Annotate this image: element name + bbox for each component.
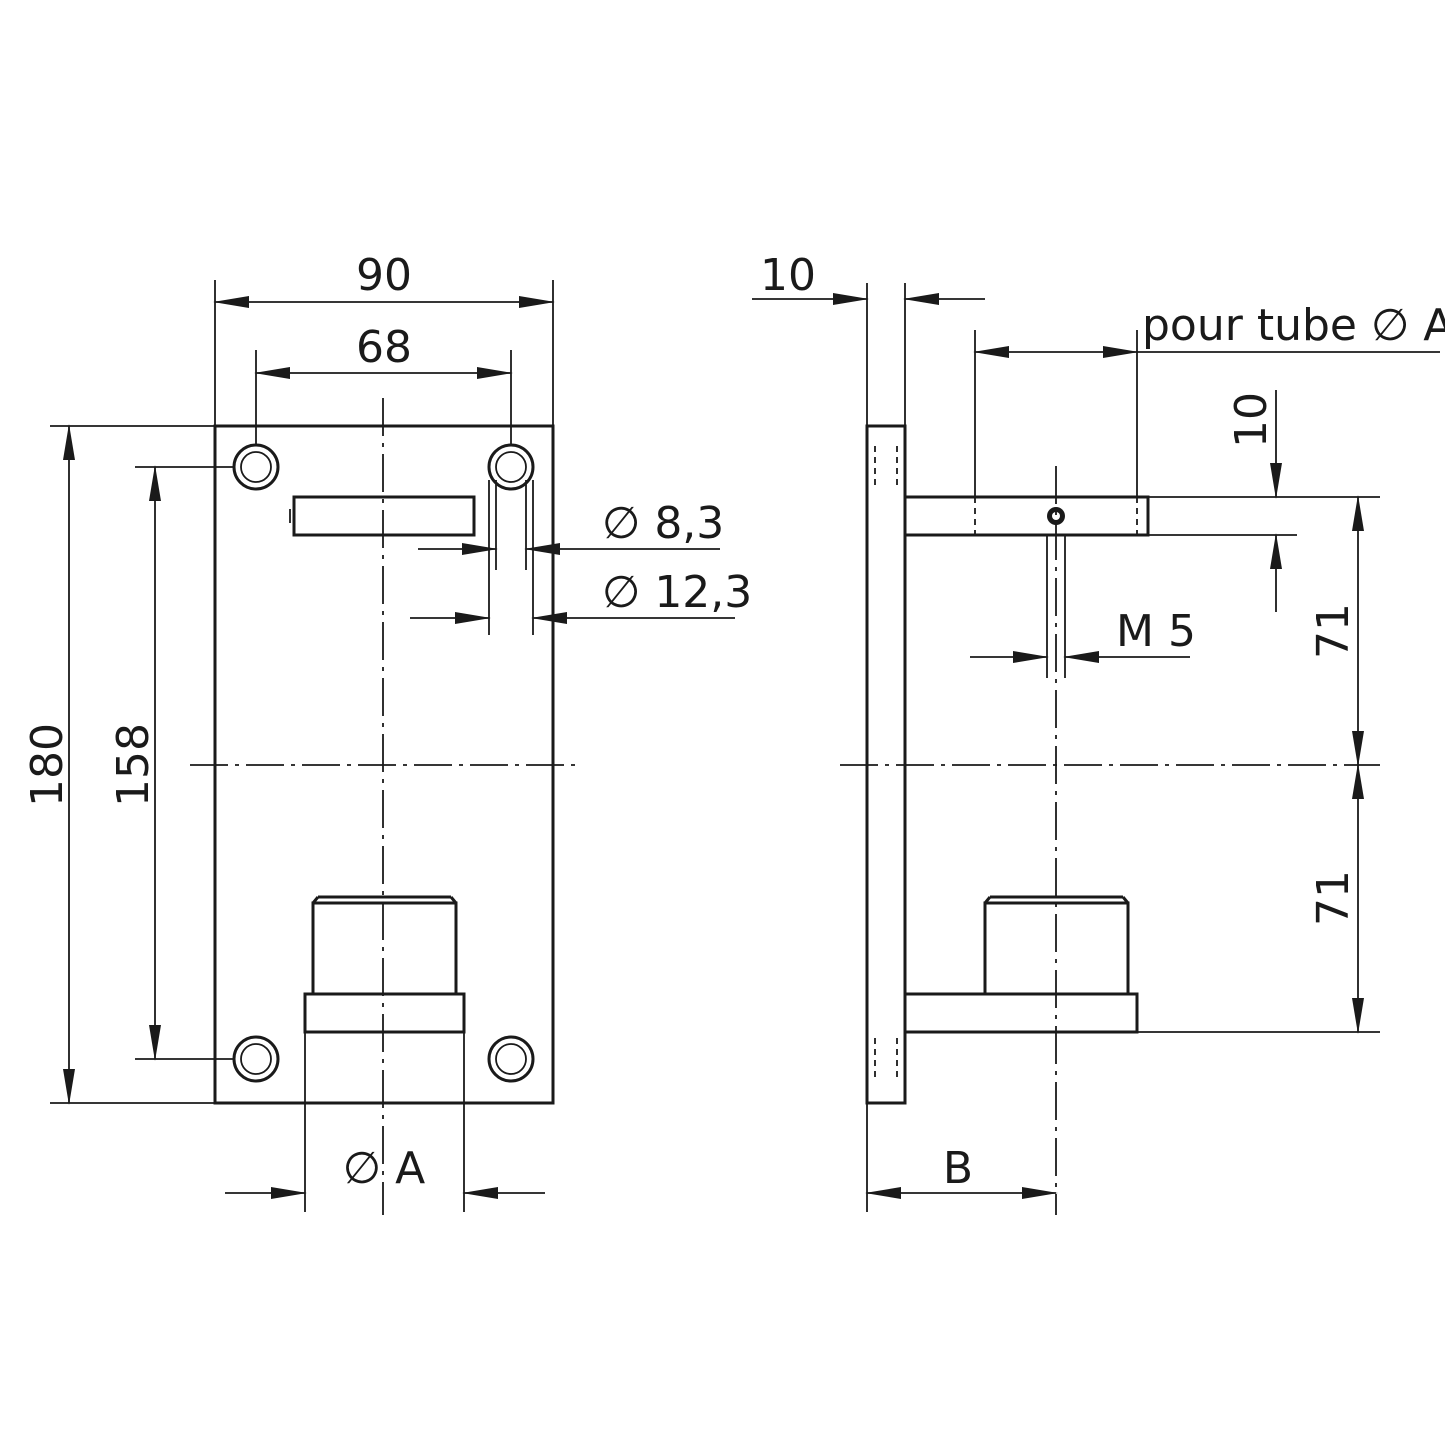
label-90: 90	[356, 250, 412, 301]
label-71-lower: 71	[1308, 870, 1359, 926]
label-hole-8-3: ∅ 8,3	[602, 498, 724, 549]
label-180: 180	[22, 723, 73, 807]
label-m5: M 5	[1116, 606, 1196, 657]
label-b: B	[943, 1143, 973, 1194]
front-tube-holder-chamfer-left	[311, 896, 320, 904]
label-arm-10: 10	[1226, 392, 1277, 448]
label-tube-a: ∅ A	[343, 1143, 425, 1194]
label-hole-12-3: ∅ 12,3	[602, 567, 752, 618]
label-71-upper: 71	[1308, 603, 1359, 659]
label-plate-10: 10	[760, 250, 816, 301]
front-view: 90 68 180 158 ∅ 8,3 ∅ 12,3 ∅ A	[22, 250, 752, 1215]
mounting-hole-bottom-left	[232, 1035, 280, 1083]
side-tube-holder-chamfer-left	[983, 896, 992, 904]
front-upper-arm	[292, 495, 476, 537]
m5-screw-dot-center	[1052, 512, 1060, 520]
front-tube-holder-chamfer-right	[449, 896, 458, 904]
side-tube-holder-chamfer-right	[1121, 896, 1130, 904]
label-pour-tube: pour tube ∅ A	[1142, 300, 1445, 351]
front-tube-holder-upper	[311, 901, 458, 996]
front-tube-holder-flange	[303, 992, 466, 1034]
label-158: 158	[108, 723, 159, 807]
mounting-hole-top-left	[232, 443, 280, 491]
side-view: 10 pour tube ∅ A 10 M 5 71 71 B	[752, 250, 1445, 1215]
side-lower-arm	[903, 992, 1139, 1034]
mounting-hole-bottom-right	[487, 1035, 535, 1083]
side-upper-arm	[903, 495, 1150, 537]
label-68: 68	[356, 322, 412, 373]
